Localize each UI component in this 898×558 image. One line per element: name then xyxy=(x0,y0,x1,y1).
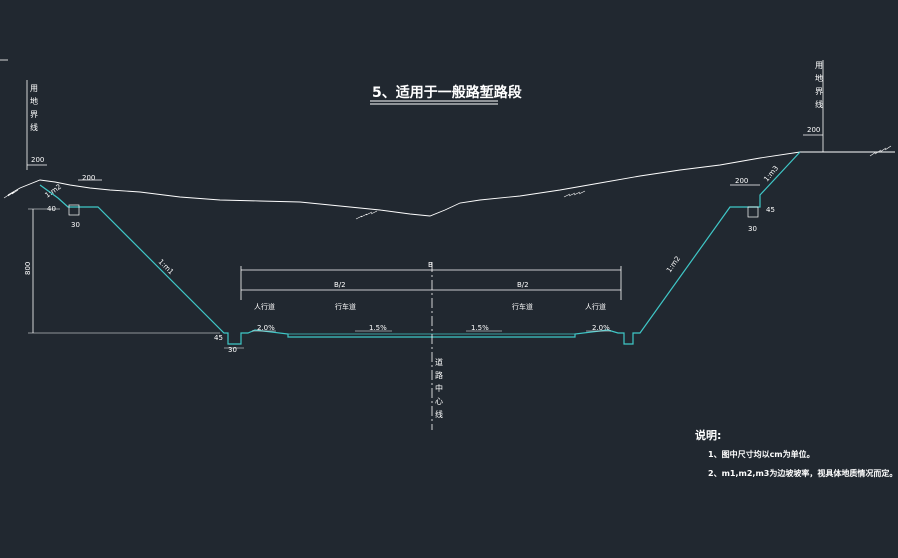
right-ditch-dim-30: 30 xyxy=(748,225,757,233)
cut-slope-profile xyxy=(39,151,801,345)
right-boundary-char-4: 线 xyxy=(815,99,823,109)
right-boundary-char-2: 地 xyxy=(815,73,823,83)
left-boundary-char-3: 界 xyxy=(30,110,38,119)
centerline-char-4: 心 xyxy=(435,397,443,406)
centerline-char-1: 道 xyxy=(435,357,443,367)
grade-right-road: 1.5% xyxy=(471,324,489,332)
right-boundary-char-3: 界 xyxy=(815,87,823,96)
grade-right-sidewalk: 2.0% xyxy=(592,324,610,332)
small-dim-45-left: 45 xyxy=(214,334,223,342)
small-dim-45-right: 45 xyxy=(766,206,775,214)
left-boundary-char-2: 地 xyxy=(30,96,38,106)
sidewalk-right-label: 人行道 xyxy=(585,302,606,311)
grade-left-road: 1.5% xyxy=(369,324,387,332)
centerline-char-3: 中 xyxy=(435,383,443,393)
natural-ground-line xyxy=(7,151,895,217)
sidewalk-left-label: 人行道 xyxy=(254,302,275,311)
b-dim-label: B xyxy=(428,261,433,269)
right-ditch-dim-200: 200 xyxy=(735,177,748,185)
notes-item-1: 1、图中尺寸均以cm为单位。 xyxy=(708,449,815,459)
centerline-char-5: 线 xyxy=(435,409,443,419)
carriageway-left-label: 行车道 xyxy=(335,302,356,311)
left-main-slope: 1:m1 xyxy=(157,258,175,276)
right-main-slope: 1:m2 xyxy=(665,255,682,274)
left-top-ditch xyxy=(68,204,80,216)
right-top-dim: 200 xyxy=(807,126,820,134)
centerline-char-2: 路 xyxy=(435,370,443,380)
left-ditch-dim-200: 200 xyxy=(82,174,95,182)
left-boundary-char-4: 线 xyxy=(30,122,38,132)
left-top-slope: 1:m2 xyxy=(44,183,63,200)
notes-item-2: 2、m1,m2,m3为边坡坡率，视具体地质情况而定。 xyxy=(708,468,897,478)
height-dim-800: 800 xyxy=(24,262,32,275)
right-top-slope: 1:m3 xyxy=(762,164,780,183)
b-half-left-label: B/2 xyxy=(334,281,346,289)
right-boundary-label: 用 地 界 线 xyxy=(815,61,823,109)
drawing-title: 5、适用于一般路堑路段 xyxy=(372,84,522,101)
left-ditch-dim-30: 30 xyxy=(71,221,80,229)
notes-heading: 说明: xyxy=(695,428,721,442)
bottom-ditch-dim-30: 30 xyxy=(228,346,237,354)
grade-left-sidewalk: 2.0% xyxy=(257,324,275,332)
b-half-right-label: B/2 xyxy=(517,281,529,289)
ground-hatch-marks xyxy=(3,145,892,220)
right-boundary-char-1: 用 xyxy=(815,61,823,70)
left-boundary-char-1: 用 xyxy=(30,84,38,93)
right-top-ditch xyxy=(747,206,759,218)
carriageway-right-label: 行车道 xyxy=(512,302,533,311)
left-top-dim: 200 xyxy=(31,156,44,164)
centerline-label: 道 路 中 心 线 xyxy=(435,357,443,419)
left-boundary-label: 用 地 界 线 xyxy=(30,84,38,132)
